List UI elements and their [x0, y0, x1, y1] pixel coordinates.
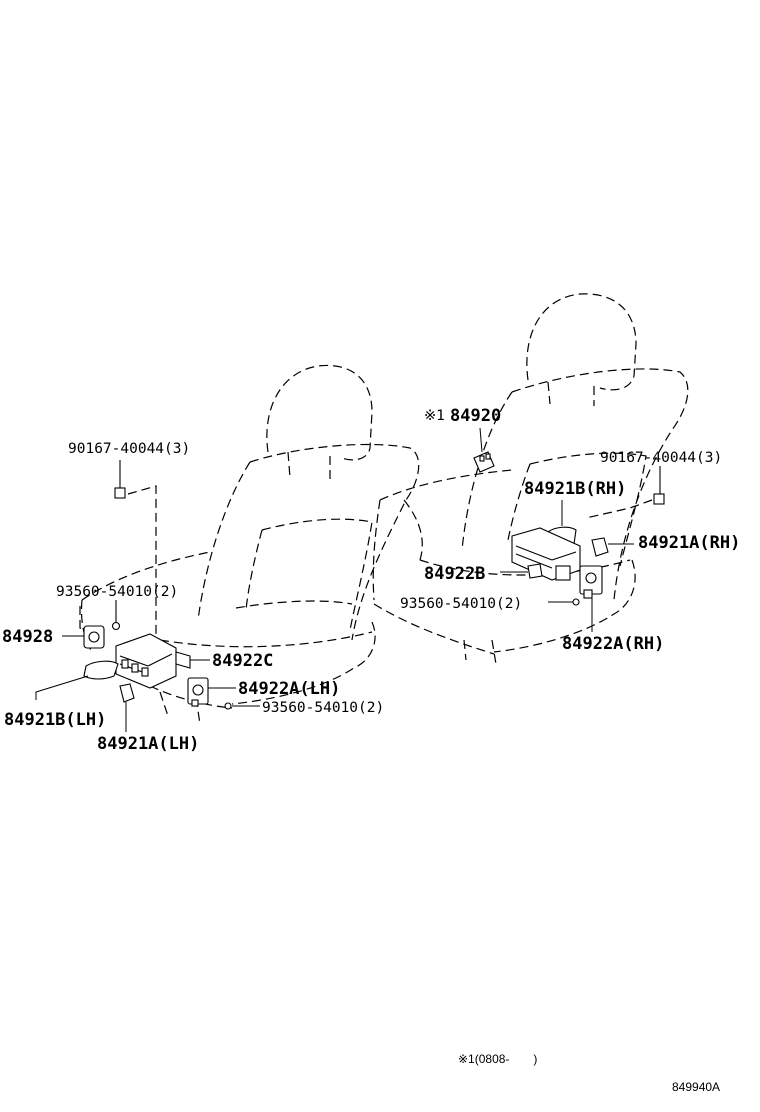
- knob-84921a-lh: [119, 683, 135, 732]
- label-84922a-lh: 84922A(LH): [238, 679, 340, 699]
- label-screw-lh-upper: 93560-54010(2): [56, 584, 178, 600]
- label-bolt-rh: 90167-40044(3): [600, 450, 722, 466]
- diagram-code: 849940A: [672, 1080, 720, 1094]
- label-84921b-rh: 84921B(RH): [524, 479, 626, 499]
- label-84922a-rh: 84922A(RH): [562, 634, 664, 654]
- label-84921b-lh: 84921B(LH): [4, 710, 106, 730]
- label-screw-rh: 93560-54010(2): [400, 596, 522, 612]
- label-note-prefix: ※1: [424, 408, 445, 424]
- bolt-lh: [114, 460, 157, 640]
- label-84922c: 84922C: [212, 651, 273, 671]
- knob-84921b-lh: [35, 660, 119, 700]
- label-84921a-rh: 84921A(RH): [638, 533, 740, 553]
- label-84922b: 84922B: [424, 564, 485, 584]
- switch-84922a-lh: [187, 677, 236, 707]
- label-84921a-lh: 84921A(LH): [97, 734, 199, 754]
- label-screw-lh-lower: 93560-54010(2): [262, 700, 384, 716]
- left-seat-outline: [80, 364, 420, 725]
- knob-84921a-rh: [591, 537, 634, 557]
- bolt-rh: [585, 466, 665, 519]
- label-84920: 84920: [450, 406, 501, 426]
- switch-84922a-rh: [579, 565, 603, 632]
- label-84928: 84928: [2, 627, 53, 647]
- screw-rh: [548, 598, 580, 606]
- screw-lh-lower: [224, 702, 260, 710]
- switch-84920: [473, 427, 495, 473]
- footer-note: ※1(0808- ): [458, 1052, 537, 1066]
- bracket-84922c: [115, 633, 210, 689]
- label-bolt-lh: 90167-40044(3): [68, 441, 190, 457]
- switch-84928: [62, 625, 105, 649]
